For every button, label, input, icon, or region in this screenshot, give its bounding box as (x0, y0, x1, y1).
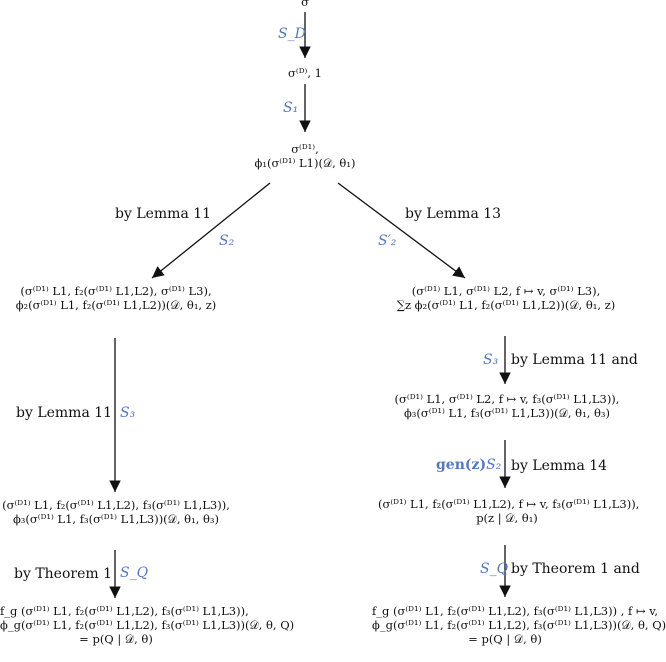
node-right-after-gen: (σ⁽ᴰ¹⁾ L1, f₂(σ⁽ᴰ¹⁾ L1,L2), f ↦ v, f₃(σ⁽… (378, 497, 640, 525)
node-line: σ⁽ᴰ¹⁾, (291, 142, 319, 156)
step-label-sq-left: S_Q (120, 565, 149, 581)
node-sigma-d-line: σ⁽ᴰ⁾, 1 (288, 66, 322, 80)
step-label-s2prime: S′₂ (378, 233, 397, 249)
node-sigma: σ (285, 0, 325, 9)
node-line: = p(Q | 𝒟, θ) (79, 632, 153, 646)
node-left-after-s3: (σ⁽ᴰ¹⁾ L1, f₂(σ⁽ᴰ¹⁾ L1,L2), f₃(σ⁽ᴰ¹⁾ L1,… (0, 498, 232, 526)
node-line: ϕ₁(σ⁽ᴰ¹⁾ L1)(𝒟, θ₁) (254, 156, 356, 170)
step-label-s3-left: S₃ (120, 405, 136, 421)
derivation-diagram: σ σ⁽ᴰ⁾, 1 σ⁽ᴰ¹⁾, ϕ₁(σ⁽ᴰ¹⁾ L1)(𝒟, θ₁) (σ⁽… (0, 0, 666, 646)
node-line: ϕ₃(σ⁽ᴰ¹⁾ L1, f₃(σ⁽ᴰ¹⁾ L1,L3))(𝒟, θ₁, θ₃) (12, 512, 220, 526)
node-line: (σ⁽ᴰ¹⁾ L1, σ⁽ᴰ¹⁾ L2, f ↦ v, σ⁽ᴰ¹⁾ L3), (411, 284, 601, 298)
step-label-s1: S₁ (283, 100, 299, 116)
node-right-final: f_g (σ⁽ᴰ¹⁾ L1, f₂(σ⁽ᴰ¹⁾ L1,L2), f₃(σ⁽ᴰ¹⁾… (372, 604, 666, 646)
node-line: (σ⁽ᴰ¹⁾ L1, f₂(σ⁽ᴰ¹⁾ L1,L2), f₃(σ⁽ᴰ¹⁾ L1,… (2, 498, 230, 512)
node-right-after-s3: (σ⁽ᴰ¹⁾ L1, σ⁽ᴰ¹⁾ L2, f ↦ v, f₃(σ⁽ᴰ¹⁾ L1,… (378, 392, 636, 420)
node-left-final: f_g (σ⁽ᴰ¹⁾ L1, f₂(σ⁽ᴰ¹⁾ L1,L2), f₃(σ⁽ᴰ¹⁾… (0, 604, 295, 646)
gen-step: S₂ (486, 457, 502, 473)
edge-text-theorem1-left: by Theorem 1 (14, 566, 112, 582)
gen-prefix: gen(z) (436, 457, 487, 473)
arrows-layer (109, 12, 511, 598)
node-left-after-s2: (σ⁽ᴰ¹⁾ L1, f₂(σ⁽ᴰ¹⁾ L1,L2), σ⁽ᴰ¹⁾ L3), ϕ… (0, 284, 232, 312)
node-line: ϕ₂(σ⁽ᴰ¹⁾ L1, f₂(σ⁽ᴰ¹⁾ L1,L2))(𝒟, θ₁, z) (15, 298, 217, 312)
node-right-after-s2prime: (σ⁽ᴰ¹⁾ L1, σ⁽ᴰ¹⁾ L2, f ↦ v, σ⁽ᴰ¹⁾ L3), ∑… (375, 284, 637, 312)
node-line: ∑z ϕ₂(σ⁽ᴰ¹⁾ L1, f₂(σ⁽ᴰ¹⁾ L1,L2))(𝒟, θ₁, … (396, 298, 616, 312)
edge-text-lemma11-left: by Lemma 11 (16, 405, 113, 421)
node-line: f_g (σ⁽ᴰ¹⁾ L1, f₂(σ⁽ᴰ¹⁾ L1,L2), f₃(σ⁽ᴰ¹⁾… (372, 604, 659, 618)
arrow-s2prime-right (337, 182, 466, 279)
node-line: ϕ_g(σ⁽ᴰ¹⁾ L1, f₂(σ⁽ᴰ¹⁾ L1,L2), f₃(σ⁽ᴰ¹⁾ … (0, 618, 295, 632)
step-label-sd: S_D (278, 26, 306, 42)
node-line: (σ⁽ᴰ¹⁾ L1, f₂(σ⁽ᴰ¹⁾ L1,L2), σ⁽ᴰ¹⁾ L3), (20, 284, 212, 298)
step-label-sq-right: S_Q (480, 561, 509, 577)
edge-text-theorem1-right: by Theorem 1 and (511, 561, 640, 577)
edge-text-lemma14: by Lemma 14 (511, 458, 608, 474)
arrow-s2-left (151, 182, 271, 279)
node-line: p(z | 𝒟, θ₁) (476, 511, 538, 525)
edge-text-lemma11-left-top: by Lemma 11 (115, 206, 212, 222)
node-line: f_g (σ⁽ᴰ¹⁾ L1, f₂(σ⁽ᴰ¹⁾ L1,L2), f₃(σ⁽ᴰ¹⁾… (0, 604, 249, 618)
edge-text-lemma13: by Lemma 13 (405, 206, 502, 222)
step-label-s3-right: S₃ (483, 352, 499, 368)
node-line: = p(Q | 𝒟, θ) (468, 632, 542, 646)
node-line: (σ⁽ᴰ¹⁾ L1, σ⁽ᴰ¹⁾ L2, f ↦ v, f₃(σ⁽ᴰ¹⁾ L1,… (394, 392, 620, 406)
node-sigma-d: σ⁽ᴰ⁾, 1 (255, 66, 355, 80)
step-label-s2: S₂ (219, 233, 235, 249)
node-line: (σ⁽ᴰ¹⁾ L1, f₂(σ⁽ᴰ¹⁾ L1,L2), f ↦ v, f₃(σ⁽… (378, 497, 640, 511)
node-line: ϕ_g(σ⁽ᴰ¹⁾ L1, f₂(σ⁽ᴰ¹⁾ L1,L2), f₃(σ⁽ᴰ¹⁾ … (372, 618, 666, 632)
node-sigma-d1-phi1: σ⁽ᴰ¹⁾, ϕ₁(σ⁽ᴰ¹⁾ L1)(𝒟, θ₁) (205, 142, 405, 170)
edge-text-lemma11-right: by Lemma 11 and (511, 352, 638, 368)
step-label-gen-s2: gen(z)S₂ (436, 457, 501, 473)
node-line: ϕ₃(σ⁽ᴰ¹⁾ L1, f₃(σ⁽ᴰ¹⁾ L1,L3))(𝒟, θ₁, θ₃) (403, 406, 611, 420)
node-sigma-line: σ (301, 0, 309, 9)
